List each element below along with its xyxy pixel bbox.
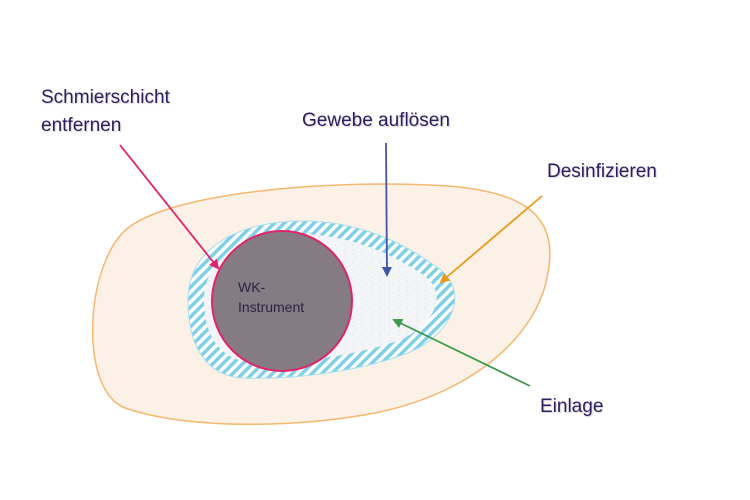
instrument-circle [211, 230, 353, 372]
arrow-dissolve-tissue [381, 142, 392, 277]
arrow-dressing [392, 318, 531, 387]
label-instrument-line1: WK- [238, 279, 266, 295]
label-smear-layer-line1: Schmierschicht [41, 87, 170, 108]
label-instrument-line2: Instrument [238, 299, 305, 315]
arrow-smear-layer [119, 144, 220, 270]
label-dissolve-tissue: Gewebe auflösen [302, 110, 450, 131]
label-smear-layer-line2: entfernen [41, 115, 122, 136]
label-dressing: Einlage [540, 396, 604, 417]
label-disinfect: Desinfizieren [547, 161, 657, 182]
arrow-disinfect [439, 195, 543, 284]
